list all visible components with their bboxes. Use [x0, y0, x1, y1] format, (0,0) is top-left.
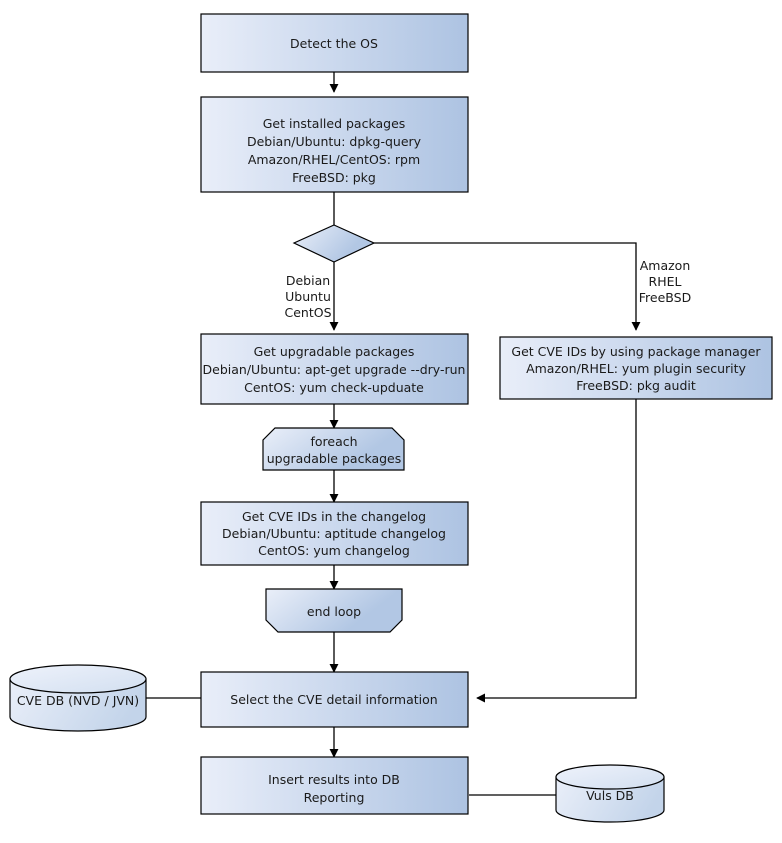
edge-label-right-branch: Amazon RHEL FreeBSD — [639, 258, 691, 305]
get-cve-ids-pm-label-1: Amazon/RHEL: yum plugin security — [526, 361, 746, 376]
right-branch-line-2: FreeBSD — [639, 290, 691, 305]
right-branch-line-1: RHEL — [649, 274, 682, 289]
left-branch-line-2: CentOS — [284, 305, 331, 320]
vuls-db-cylinder-top — [555, 764, 665, 790]
edge-label-left-branch: Debian Ubuntu CentOS — [284, 273, 331, 320]
node-foreach-upgradable-packages[interactable]: foreach upgradable packages — [262, 427, 405, 471]
foreach-label-1: upgradable packages — [267, 451, 402, 466]
edge-pkgmgr-to-select — [476, 399, 637, 703]
get-cve-ids-pm-label-2: FreeBSD: pkg audit — [576, 378, 696, 393]
node-cve-db[interactable]: CVE DB (NVD / JVN) — [9, 664, 147, 732]
select-cve-detail-box[interactable] — [200, 671, 469, 728]
left-branch-line-1: Ubuntu — [285, 289, 331, 304]
node-os-decision[interactable] — [292, 224, 376, 263]
changelog-label-1: Debian/Ubuntu: aptitude changelog — [222, 526, 446, 541]
cve-db-label: CVE DB (NVD / JVN) — [17, 693, 139, 708]
insert-results-label-1: Reporting — [304, 790, 365, 805]
node-vuls-db[interactable]: Vuls DB — [555, 764, 665, 823]
node-insert-results[interactable]: Insert results into DB Reporting — [200, 756, 469, 815]
select-cve-detail-label: Select the CVE detail information — [230, 692, 437, 707]
foreach-loop-shape[interactable] — [262, 427, 405, 471]
node-end-loop[interactable]: end loop — [265, 588, 403, 633]
edge-decision-right — [374, 242, 641, 331]
connectors — [146, 72, 641, 796]
get-cve-ids-package-manager-box[interactable] — [499, 336, 773, 400]
node-get-cve-ids-package-manager[interactable]: Get CVE IDs by using package manager Ama… — [499, 336, 773, 400]
get-upgradable-packages-label-1: Debian/Ubuntu: apt-get upgrade --dry-run — [203, 362, 466, 377]
insert-results-label-0: Insert results into DB — [268, 772, 400, 787]
get-installed-packages-box[interactable] — [200, 96, 469, 193]
get-cve-ids-changelog-box[interactable] — [200, 501, 469, 566]
node-detect-os[interactable]: Detect the OS — [200, 13, 469, 73]
changelog-label-0: Get CVE IDs in the changelog — [242, 509, 426, 524]
node-get-cve-ids-changelog[interactable]: Get CVE IDs in the changelog Debian/Ubun… — [200, 501, 469, 566]
get-installed-packages-label-2: Amazon/RHEL/CentOS: rpm — [248, 152, 420, 167]
right-branch-line-0: Amazon — [640, 258, 691, 273]
node-get-upgradable-packages[interactable]: Get upgradable packages Debian/Ubuntu: a… — [200, 333, 469, 405]
cve-db-cylinder-top — [9, 664, 147, 694]
end-loop-label: end loop — [307, 604, 361, 619]
node-select-cve-detail[interactable]: Select the CVE detail information — [200, 671, 469, 728]
get-upgradable-packages-label-0: Get upgradable packages — [254, 344, 415, 359]
get-installed-packages-label-0: Get installed packages — [263, 116, 406, 131]
node-get-installed-packages[interactable]: Get installed packages Debian/Ubuntu: dp… — [200, 96, 469, 193]
os-decision-diamond[interactable] — [292, 224, 376, 263]
get-installed-packages-label-3: FreeBSD: pkg — [292, 170, 376, 185]
insert-results-box[interactable] — [200, 756, 469, 815]
vuls-db-label: Vuls DB — [586, 788, 634, 803]
end-loop-shape[interactable] — [265, 588, 403, 633]
cve-db-cylinder-body[interactable] — [9, 678, 147, 732]
get-upgradable-packages-box[interactable] — [200, 333, 469, 405]
get-cve-ids-pm-label-0: Get CVE IDs by using package manager — [511, 344, 761, 359]
get-upgradable-packages-label-2: CentOS: yum check-upduate — [244, 380, 424, 395]
detect-os-label-0: Detect the OS — [290, 36, 378, 51]
left-branch-line-0: Debian — [286, 273, 330, 288]
foreach-label-0: foreach — [310, 434, 357, 449]
get-installed-packages-label-1: Debian/Ubuntu: dpkg-query — [247, 134, 422, 149]
vuls-db-cylinder-body[interactable] — [555, 776, 665, 823]
detect-os-box[interactable] — [200, 13, 469, 73]
changelog-label-2: CentOS: yum changelog — [258, 543, 410, 558]
